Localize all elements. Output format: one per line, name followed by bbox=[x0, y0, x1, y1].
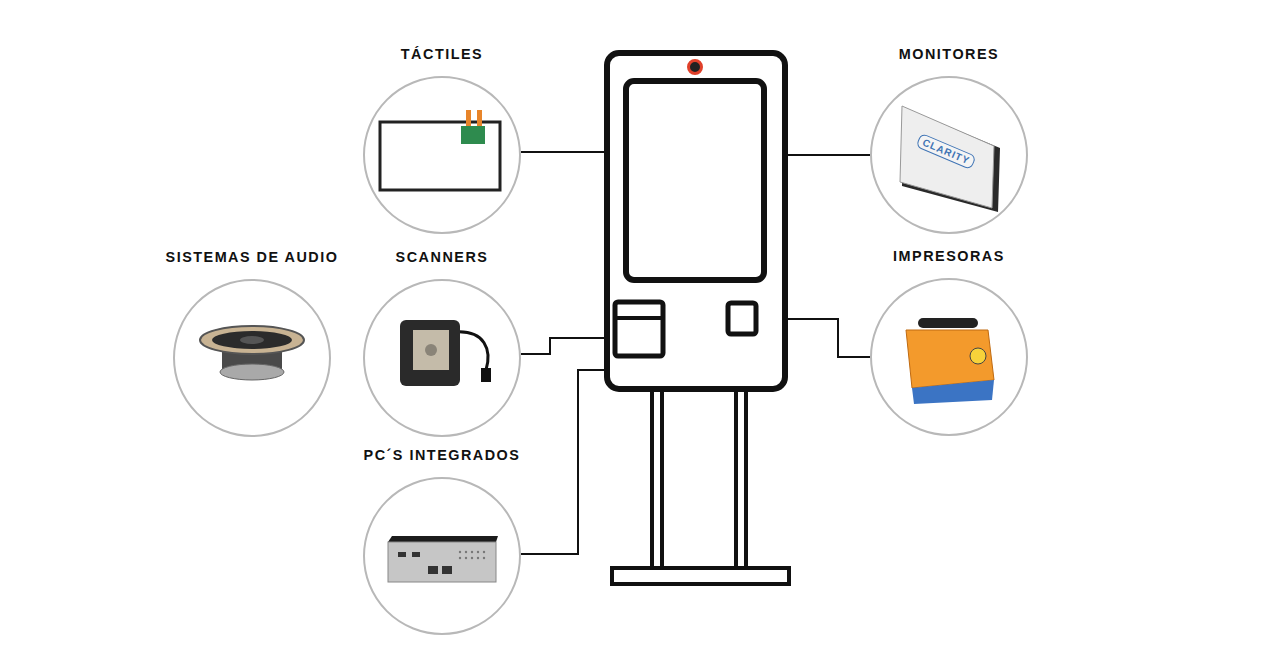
pc-image bbox=[388, 536, 498, 582]
kiosk-body bbox=[607, 53, 785, 389]
circle-outline bbox=[870, 278, 1028, 436]
speaker-image bbox=[200, 326, 304, 380]
kiosk-base bbox=[612, 568, 789, 584]
product-heading: TÁCTILES bbox=[322, 44, 562, 64]
product-circle: TÁCTILES bbox=[322, 44, 562, 234]
kiosk-screen bbox=[626, 81, 764, 280]
product-circle: PC´S INTEGRADOS bbox=[322, 445, 562, 635]
product-heading: SCANNERS bbox=[322, 247, 562, 267]
circle-outline bbox=[363, 477, 521, 635]
product-heading: IMPRESORAS bbox=[829, 246, 1069, 266]
kiosk-scanner-slot bbox=[615, 302, 663, 356]
product-heading: MONITORES bbox=[829, 44, 1069, 64]
product-heading: PC´S INTEGRADOS bbox=[322, 445, 562, 465]
kiosk-leg bbox=[736, 390, 746, 568]
printer-image bbox=[906, 318, 994, 404]
product-circle: SCANNERS bbox=[322, 247, 562, 437]
circle-outline bbox=[363, 279, 521, 437]
touch-panel-image bbox=[380, 110, 500, 190]
brand-label: CLARITY bbox=[915, 132, 976, 169]
kiosk-printer-slot bbox=[728, 303, 756, 334]
product-circle: MONITORES bbox=[829, 44, 1069, 234]
circle-outline bbox=[173, 279, 331, 437]
kiosk-slot-line bbox=[617, 316, 661, 320]
scanner-image bbox=[400, 320, 491, 386]
product-circle: SISTEMAS DE AUDIO bbox=[132, 247, 372, 437]
kiosk-leg bbox=[652, 390, 662, 568]
leader-line bbox=[521, 151, 606, 153]
leader-line bbox=[521, 370, 633, 554]
circle-outline bbox=[363, 76, 521, 234]
product-heading: SISTEMAS DE AUDIO bbox=[132, 247, 372, 267]
product-circle: IMPRESORAS bbox=[829, 246, 1069, 436]
kiosk-camera bbox=[689, 61, 702, 74]
monitor-image bbox=[900, 106, 1000, 212]
kiosk bbox=[607, 53, 789, 584]
leader-line bbox=[786, 154, 870, 156]
